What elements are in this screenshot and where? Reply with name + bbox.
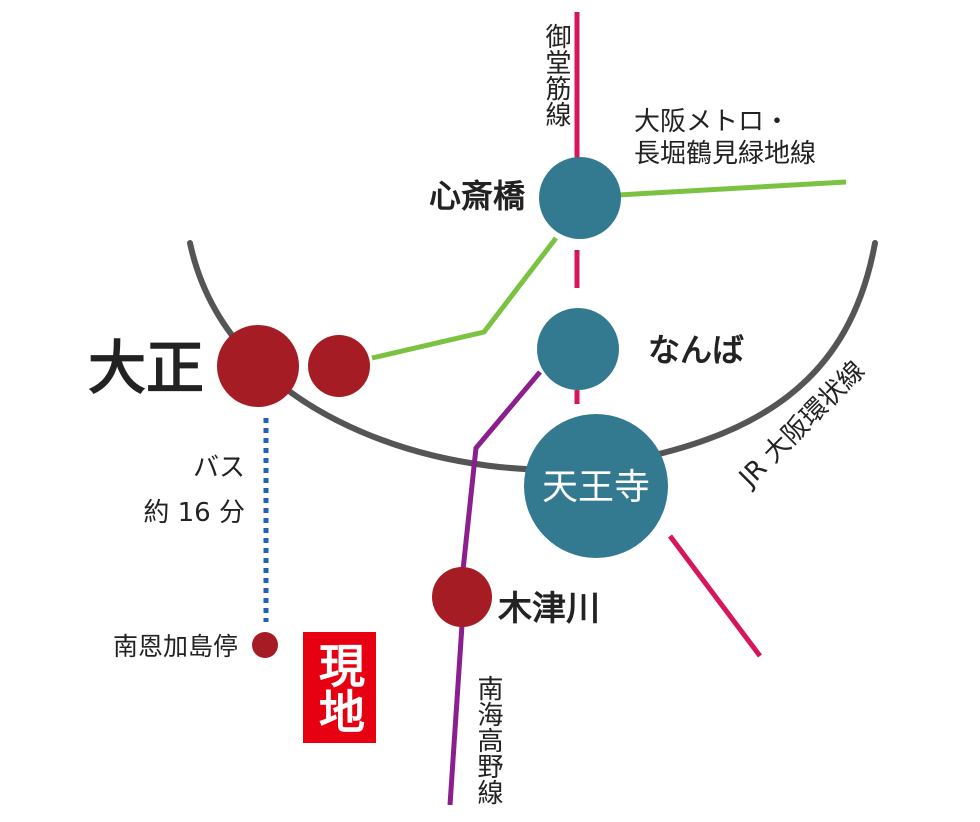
- taisho-label: 大正: [88, 334, 204, 402]
- bus-label: バス: [193, 453, 245, 483]
- shinsaibashi-station-marker[interactable]: [539, 157, 621, 239]
- shinsaibashi-label: 心斎橋: [429, 177, 526, 215]
- nagahori-line: [371, 236, 558, 361]
- bus-stop-marker[interactable]: [252, 632, 278, 658]
- nankai-koya-line-south: [447, 624, 465, 806]
- tennoji-station-marker[interactable]: [524, 414, 668, 558]
- kizugawa-label: 木津川: [497, 589, 600, 629]
- namba-label: なんば: [648, 331, 744, 369]
- midosuji-line-label: 御堂筋線: [541, 23, 571, 127]
- tennoji-label: 天王寺: [542, 467, 650, 508]
- midosuji-line-south: [668, 534, 762, 658]
- jr-loop-line-label: JR 大阪環状線: [732, 356, 871, 495]
- current-location-badge[interactable]: [303, 632, 376, 743]
- current-location-label: 現地: [312, 642, 366, 734]
- bus-duration-label: 約 16 分: [143, 498, 245, 528]
- taisho-metro-station-marker[interactable]: [308, 335, 370, 397]
- taisho-jr-station-marker[interactable]: [217, 325, 299, 407]
- kizugawa-station-marker[interactable]: [432, 567, 492, 627]
- namba-station-marker[interactable]: [537, 308, 619, 390]
- nankai-koya-line-label: 南海高野線: [473, 675, 503, 805]
- nankai-koya-line: [460, 370, 542, 571]
- nagahori-line-label-line2: 長堀鶴見緑地線: [634, 139, 816, 169]
- nagahori-line-label-line1: 大阪メトロ・: [634, 107, 790, 137]
- bus-stop-label: 南恩加島停: [113, 632, 238, 661]
- nagahori-line-east: [617, 179, 847, 198]
